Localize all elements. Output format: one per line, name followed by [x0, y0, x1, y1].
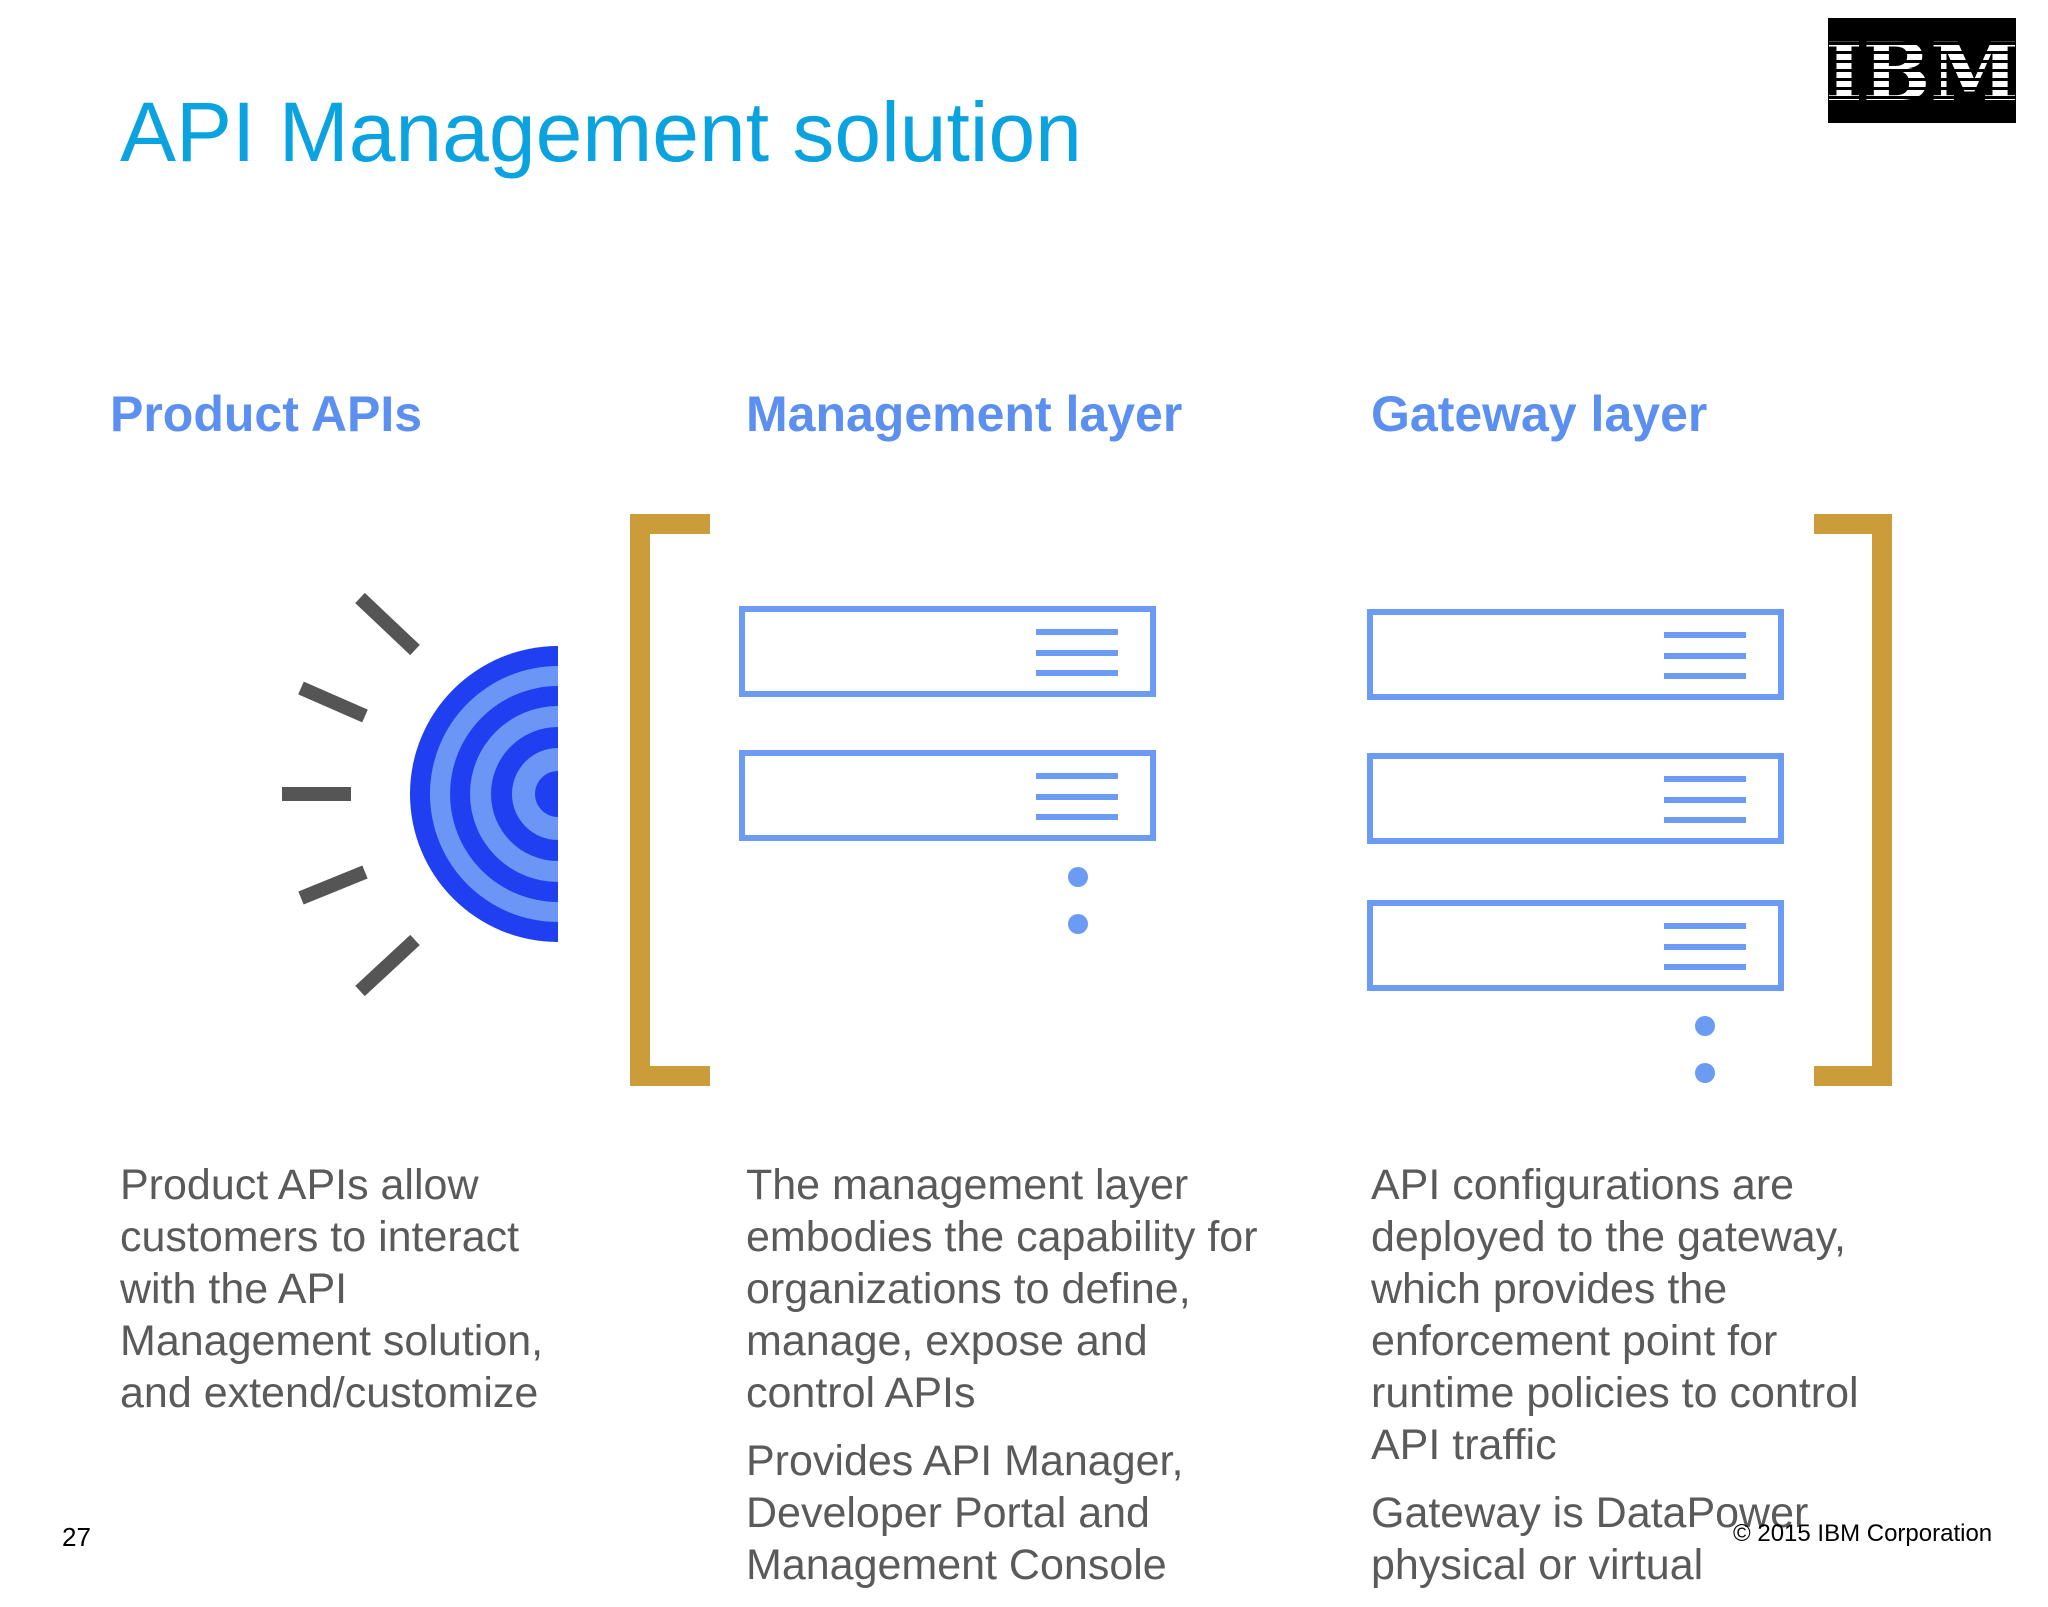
server-rack-icon	[1036, 773, 1118, 820]
description-line: customers to interact	[120, 1213, 520, 1261]
server-rack-icon	[1664, 923, 1746, 970]
ibm-logo: IBM	[1825, 18, 2019, 123]
server-rack-icon	[1664, 776, 1746, 823]
ray-bottom	[355, 934, 420, 997]
heading-product-apis: Product APIs	[110, 386, 423, 442]
gateway-server-1	[1367, 609, 1784, 700]
server-rack-icon	[1664, 632, 1746, 679]
gateway-server-2	[1367, 753, 1784, 844]
description-line: Product APIs allow	[120, 1161, 479, 1209]
description-line: control APIs	[746, 1369, 976, 1417]
description-line: manage, expose and	[746, 1317, 1148, 1365]
svg-text:IBM: IBM	[1828, 25, 2016, 119]
description-line: The management layer	[746, 1161, 1189, 1209]
description-line: API configurations are	[1371, 1161, 1795, 1209]
description-line: organizations to define,	[746, 1265, 1191, 1313]
management-server-1	[739, 606, 1156, 697]
ray-upper	[298, 681, 368, 723]
description-line: embodies the capability for	[746, 1213, 1258, 1261]
right-bracket	[1814, 514, 1892, 1086]
description-line: which provides the	[1371, 1265, 1728, 1313]
description-line: enforcement point for	[1371, 1317, 1778, 1365]
left-bracket	[630, 514, 710, 1086]
description-line: Management Console	[746, 1541, 1167, 1589]
copyright-notice: © 2015 IBM Corporation	[1733, 1520, 1993, 1547]
heading-gateway-layer: Gateway layer	[1371, 386, 1708, 442]
ibm-logo-icon: IBM	[1825, 25, 2019, 119]
description-line: physical or virtual	[1371, 1541, 1704, 1589]
description-line: Management solution,	[120, 1317, 544, 1365]
slide-title: API Management solution	[120, 85, 1082, 179]
description-line: API traffic	[1371, 1421, 1557, 1469]
description-line: Developer Portal and	[746, 1489, 1150, 1537]
gateway-server-3	[1367, 900, 1784, 991]
description-line: Provides API Manager,	[746, 1437, 1184, 1485]
description-line: Gateway is DataPower	[1371, 1489, 1809, 1537]
vertical-ellipsis-icon	[1068, 867, 1088, 934]
description-line: and extend/customize	[120, 1369, 539, 1417]
management-server-2	[739, 750, 1156, 841]
broadcast-rays	[282, 592, 420, 997]
description-line: deployed to the gateway,	[1371, 1213, 1846, 1261]
ray-top	[355, 592, 420, 656]
server-rack-icon	[1036, 629, 1118, 676]
description-paragraph: Provides API Manager,Developer Portal an…	[746, 1435, 1258, 1591]
ray-lower	[298, 865, 368, 905]
page-number: 27	[62, 1522, 91, 1552]
description-line: runtime policies to control	[1371, 1369, 1859, 1417]
description-line: with the API	[120, 1265, 348, 1313]
vertical-ellipsis-icon	[1695, 1016, 1715, 1083]
broadcast-target-icon	[410, 646, 558, 942]
heading-management-layer: Management layer	[746, 386, 1183, 442]
